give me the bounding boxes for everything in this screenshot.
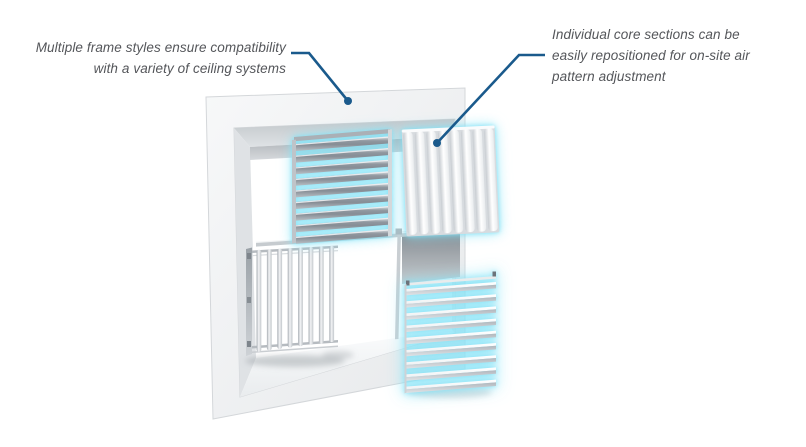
leader-left-line bbox=[291, 51, 350, 102]
opening-soffit bbox=[250, 136, 452, 160]
cross-rail-vertical bbox=[395, 232, 401, 340]
frame-bevel-bottom bbox=[240, 330, 455, 397]
callout-core-sections-line-1: Individual core sections can be bbox=[552, 27, 740, 42]
callout-frame-styles: Multiple frame styles ensure compatibili… bbox=[24, 37, 286, 79]
callout-core-sections: Individual core sections can be easily r… bbox=[552, 24, 772, 87]
repositioned-louver-core bbox=[404, 271, 496, 394]
cast-shadows bbox=[245, 351, 492, 398]
open-duct-shadow bbox=[402, 227, 460, 284]
vertical-slat-core-top-right bbox=[401, 125, 500, 237]
callout-core-sections-line-3: pattern adjustment bbox=[552, 69, 666, 84]
callout-frame-styles-line-1: Multiple frame styles ensure compatibili… bbox=[35, 40, 286, 55]
leader-right-dot bbox=[433, 139, 441, 147]
louver-core-top-left bbox=[292, 129, 392, 244]
leader-left-dot bbox=[344, 97, 352, 105]
callout-core-sections-line-2: easily repositioned for on-site air bbox=[552, 48, 750, 63]
callout-frame-styles-line-2: with a variety of ceiling systems bbox=[93, 61, 286, 76]
leader-line-left bbox=[291, 51, 352, 105]
leader-line-right bbox=[433, 53, 545, 147]
bar-grille-core bbox=[246, 245, 338, 356]
leader-right-line bbox=[436, 53, 545, 144]
